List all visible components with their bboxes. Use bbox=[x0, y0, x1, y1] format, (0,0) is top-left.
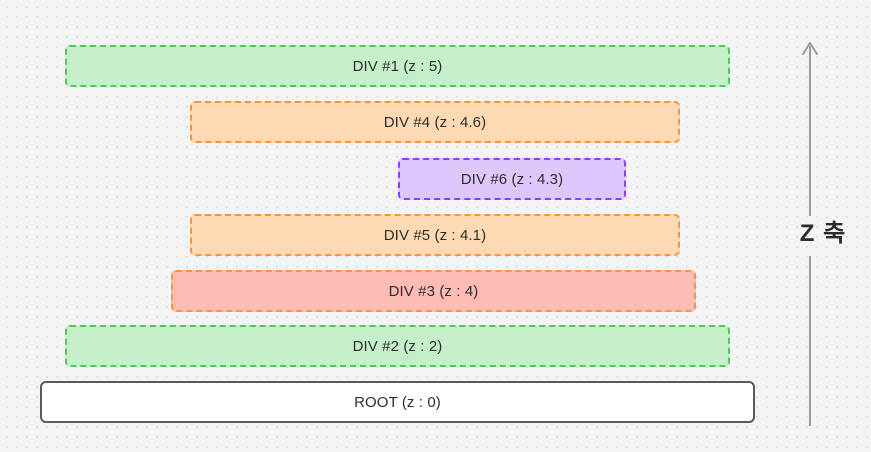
layer-box-div5[interactable]: DIV #5 (z : 4.1) bbox=[190, 214, 680, 256]
layer-box-div3[interactable]: DIV #3 (z : 4) bbox=[171, 270, 696, 312]
layer-label-root: ROOT (z : 0) bbox=[354, 393, 441, 411]
layer-label-div1: DIV #1 (z : 5) bbox=[352, 57, 443, 75]
layer-label-div5: DIV #5 (z : 4.1) bbox=[383, 226, 487, 244]
layer-label-div6: DIV #6 (z : 4.3) bbox=[460, 170, 564, 188]
layer-label-div3: DIV #3 (z : 4) bbox=[388, 282, 479, 300]
layer-box-div6[interactable]: DIV #6 (z : 4.3) bbox=[398, 158, 626, 200]
layer-label-div4: DIV #4 (z : 4.6) bbox=[383, 113, 487, 131]
z-axis-label: Z 축 bbox=[799, 220, 847, 247]
z-axis-indicator: Z 축 bbox=[775, 38, 871, 430]
z-axis-arrow-icon bbox=[802, 42, 818, 426]
layer-box-div2[interactable]: DIV #2 (z : 2) bbox=[65, 325, 730, 367]
layer-label-div2: DIV #2 (z : 2) bbox=[352, 337, 443, 355]
layer-box-root[interactable]: ROOT (z : 0) bbox=[40, 381, 755, 423]
layer-box-div4[interactable]: DIV #4 (z : 4.6) bbox=[190, 101, 680, 143]
layer-box-div1[interactable]: DIV #1 (z : 5) bbox=[65, 45, 730, 87]
